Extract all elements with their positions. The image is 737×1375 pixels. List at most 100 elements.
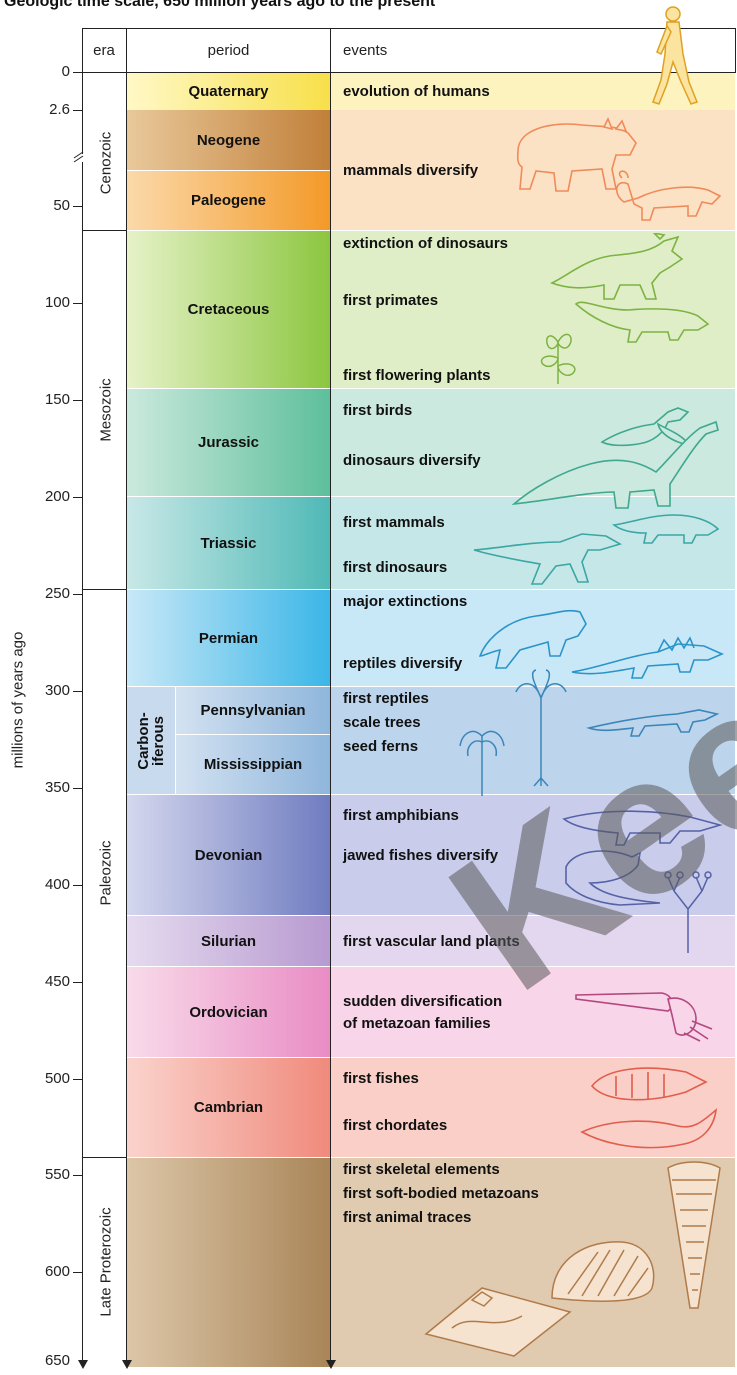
axis-break-mark — [73, 150, 85, 163]
tick-mark — [73, 110, 82, 111]
tick-mark — [73, 1079, 82, 1080]
events-band-ordovician — [331, 967, 735, 1057]
event-first-skeletal-elements: first skeletal elements — [343, 1161, 500, 1178]
period-paleogene: Paleogene — [127, 171, 330, 230]
period-late-proterozoic — [127, 1158, 330, 1367]
seed-fern-illustration — [459, 730, 505, 796]
era-boundary — [82, 1157, 126, 1158]
events-band-silurian — [331, 916, 735, 966]
early-fish-illustration — [590, 1067, 708, 1101]
chordate-illustration — [580, 1108, 718, 1149]
event-dinosaurs-diversify: dinosaurs diversify — [343, 452, 481, 469]
period-label: Silurian — [200, 932, 256, 950]
event-first-birds: first birds — [343, 402, 413, 419]
tick-mark — [73, 497, 82, 498]
era-label-paleozoic: Paleozoic — [97, 840, 115, 906]
frame-line — [126, 28, 127, 1367]
carboniferous-label: Carbon- iferous — [135, 712, 167, 770]
tick-mark — [73, 691, 82, 692]
period-cretaceous: Cretaceous — [127, 231, 330, 388]
carboniferous-block — [127, 687, 175, 794]
period-label: Ordovician — [189, 1003, 268, 1021]
period-mississippian: Mississippian — [176, 735, 330, 794]
frame-line — [330, 28, 331, 1367]
frame-line — [82, 28, 736, 29]
event-first-primates: first primates — [343, 292, 439, 309]
period-silurian: Silurian — [127, 916, 330, 966]
event-reptiles-diversify: reptiles diversify — [343, 655, 463, 672]
era-label-late-proterozoic: Late Proterozoic — [97, 1207, 115, 1317]
event-first-soft-bodied-metazoans: first soft-bodied metazoans — [343, 1185, 539, 1202]
tick-mark — [73, 206, 82, 207]
period-label: Mississippian — [203, 756, 303, 773]
tick-mark — [73, 982, 82, 983]
y-axis-label: millions of years ago — [9, 631, 27, 769]
tick-label-300: 300 — [44, 682, 70, 699]
event-first-vascular-land-plants: first vascular land plants — [343, 933, 520, 950]
amphibian-illustration — [562, 810, 723, 846]
era-label-mesozoic: Mesozoic — [97, 378, 115, 442]
vascular-plant-illustration — [664, 871, 712, 953]
tick-mark — [73, 1175, 82, 1176]
event-first-amphibians: first amphibians — [343, 807, 459, 824]
diagram-title: Geologic time scale, 650 million years a… — [4, 0, 436, 10]
tick-label-350: 350 — [44, 779, 70, 796]
period-label: Jurassic — [198, 434, 259, 451]
era-label-cenozoic: Cenozoic — [97, 131, 115, 195]
event-of-metazoan-families: of metazoan families — [343, 1015, 491, 1032]
scale-tree-illustration — [515, 669, 567, 787]
era-boundary — [82, 589, 126, 590]
event-sudden-diversification: sudden diversification — [343, 993, 503, 1010]
event-evolution-of-humans: evolution of humans — [343, 83, 490, 100]
ediacaran-frond-illustration — [551, 1241, 655, 1302]
period-label: Permian — [198, 629, 259, 647]
period-quaternary: Quaternary — [127, 72, 330, 110]
period-label: Paleogene — [190, 192, 267, 209]
period-devonian: Devonian — [127, 795, 330, 915]
tick-label-50: 50 — [53, 197, 70, 214]
tick-label-450: 450 — [44, 973, 70, 990]
tick-label-600: 600 — [44, 1263, 70, 1280]
tick-label-150: 150 — [44, 391, 70, 408]
carboniferous-divider — [175, 687, 176, 794]
tick-mark — [73, 72, 82, 73]
event-jawed-fishes-diversify: jawed fishes diversify — [343, 847, 499, 864]
event-extinction-of-dinosaurs: extinction of dinosaurs — [343, 235, 509, 252]
tick-label-200: 200 — [44, 488, 70, 505]
trace-fossil-illustration — [424, 1287, 572, 1357]
period-label: Cretaceous — [187, 301, 270, 318]
period-neogene: Neogene — [127, 110, 330, 170]
jawed-fish-illustration — [565, 850, 661, 906]
tick-label-0: 0 — [61, 63, 70, 80]
period-cambrian: Cambrian — [127, 1058, 330, 1157]
era-boundary — [82, 230, 126, 231]
band-divider — [176, 734, 330, 735]
event-first-animal-traces: first animal traces — [343, 1209, 472, 1226]
events-header: events — [343, 41, 388, 59]
event-first-fishes: first fishes — [343, 1070, 419, 1087]
carboniferous-label-line2: iferous — [150, 716, 167, 767]
cone-shell-illustration — [667, 1161, 721, 1309]
period-label: Devonian — [194, 846, 263, 864]
events-column-arrow — [324, 1357, 338, 1375]
dicynodont-illustration — [478, 609, 587, 669]
tick-mark — [73, 788, 82, 789]
period-triassic: Triassic — [127, 497, 330, 589]
tick-mark — [73, 594, 82, 595]
frame-line — [82, 28, 83, 72]
nautiloid-illustration — [575, 992, 713, 1042]
y-axis-line — [82, 162, 83, 1362]
early-mammal-illustration — [611, 514, 720, 544]
human-illustration — [652, 6, 698, 105]
tick-mark — [73, 400, 82, 401]
event-mammals-diversify: mammals diversify — [343, 162, 479, 179]
event-first-reptiles: first reptiles — [343, 690, 429, 707]
period-label: Pennsylvanian — [200, 702, 306, 719]
frame-line — [735, 28, 736, 72]
sauropod-illustration — [511, 420, 719, 509]
period-label: Quaternary — [188, 82, 269, 100]
period-label: Cambrian — [193, 1099, 264, 1116]
pelycosaur-illustration — [571, 636, 724, 679]
event-first-dinosaurs: first dinosaurs — [343, 559, 448, 576]
event-major-extinctions: major extinctions — [343, 593, 468, 610]
